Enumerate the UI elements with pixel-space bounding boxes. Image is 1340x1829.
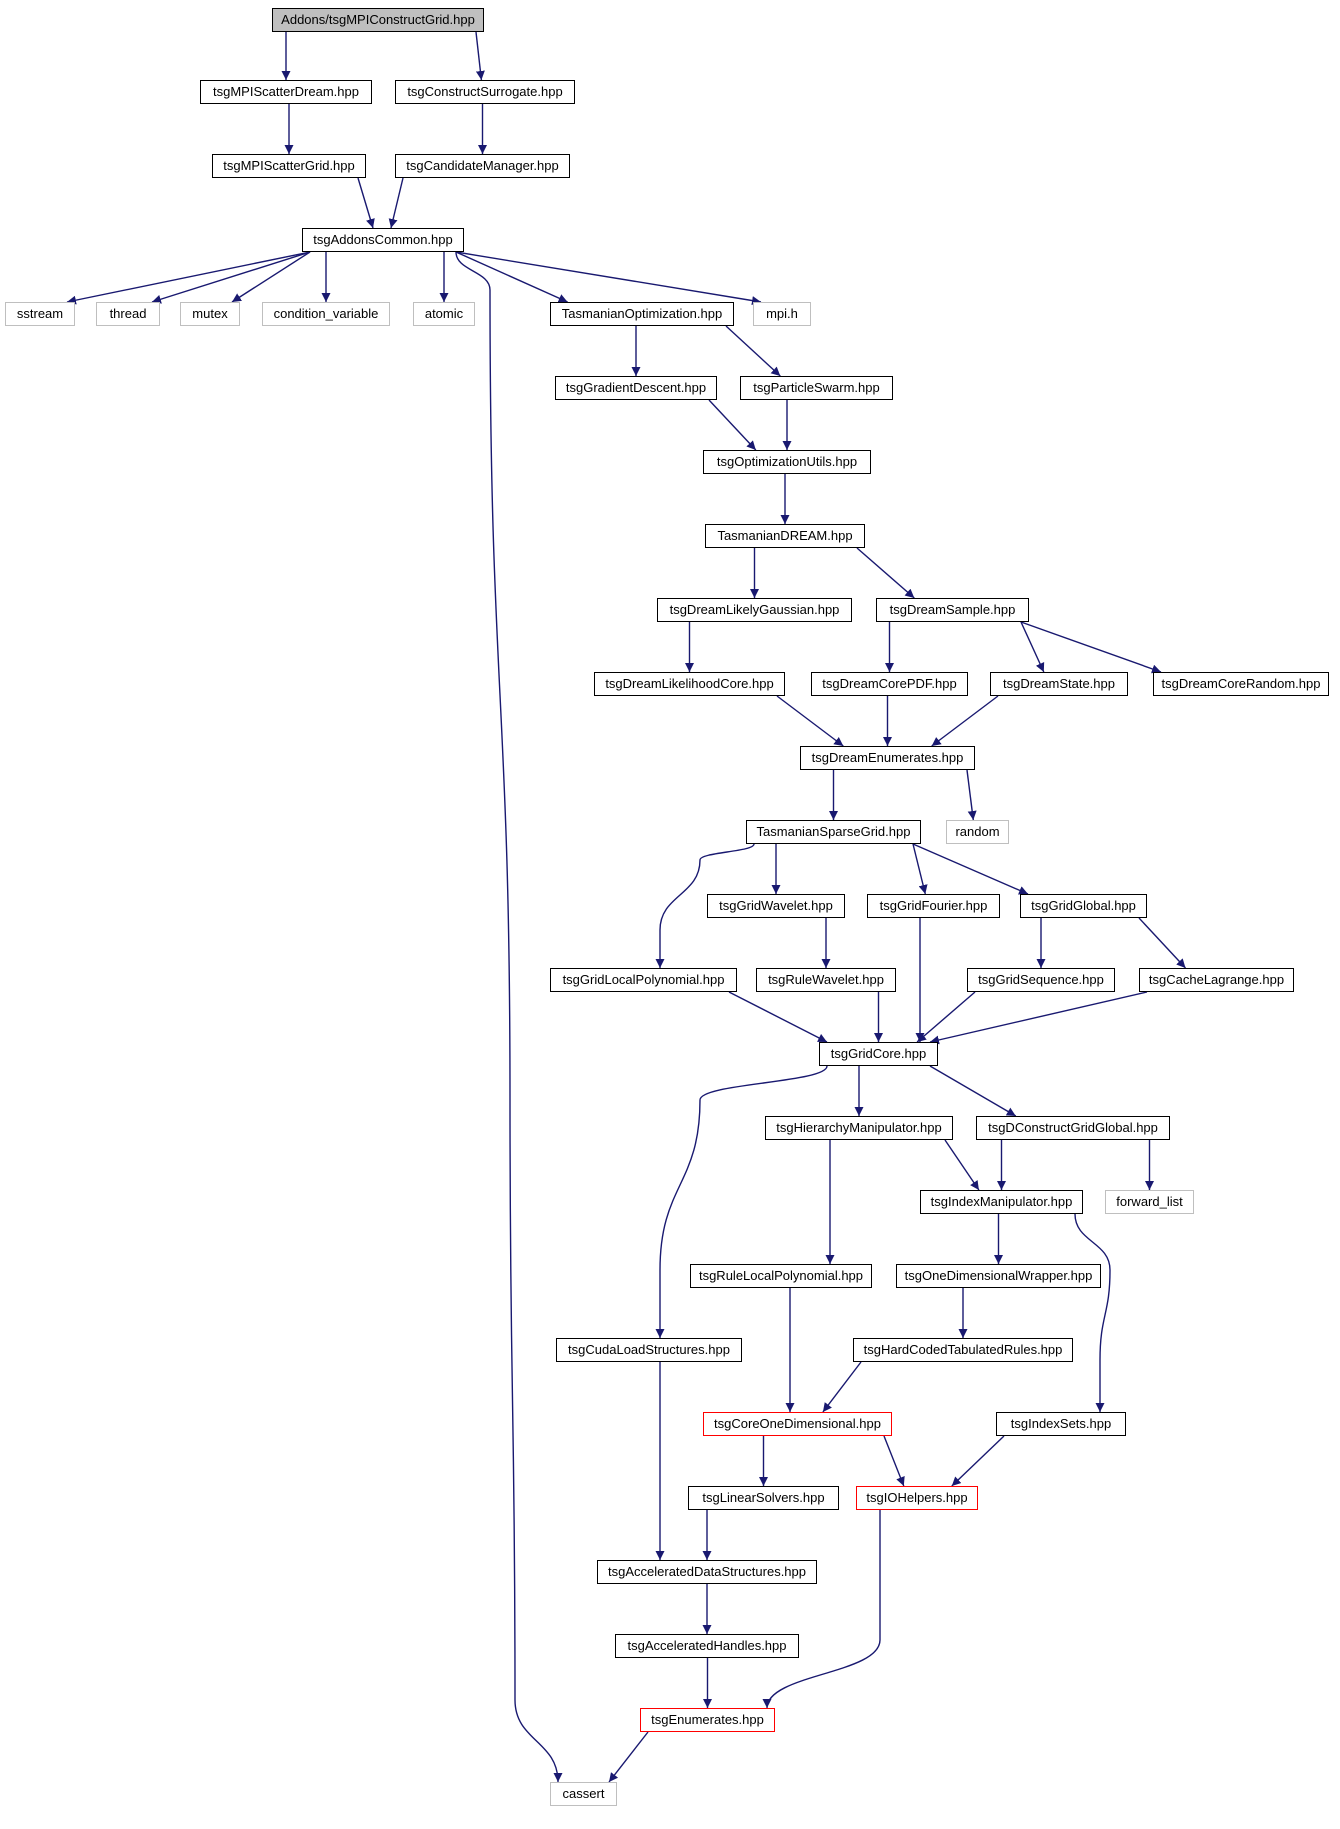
node-forward-list: forward_list	[1105, 1190, 1194, 1214]
node-grid-wavelet[interactable]: tsgGridWavelet.hpp	[707, 894, 845, 918]
edge-graddesc-to-optutils	[708, 399, 757, 451]
node-index-sets[interactable]: tsgIndexSets.hpp	[996, 1412, 1126, 1436]
edge-addonscommon-to-thread	[151, 251, 311, 304]
edge-iohelpers-to-enumerates	[762, 1510, 881, 1709]
node-dconstruct-grid-global[interactable]: tsgDConstructGridGlobal.hpp	[976, 1116, 1170, 1140]
node-candidatemanager[interactable]: tsgCandidateManager.hpp	[395, 154, 570, 178]
node-cassert: cassert	[550, 1782, 617, 1806]
node-addonscommon[interactable]: tsgAddonsCommon.hpp	[302, 228, 464, 252]
node-dream-core-pdf[interactable]: tsgDreamCorePDF.hpp	[811, 672, 968, 696]
edge-tasopt-to-pswarm	[725, 325, 781, 377]
node-root[interactable]: Addons/tsgMPIConstructGrid.hpp	[272, 8, 484, 32]
edge-dreamstate-to-dreamenums	[931, 695, 999, 747]
node-tasmanian-optimization[interactable]: TasmanianOptimization.hpp	[550, 302, 734, 326]
node-dream-likely-gaussian[interactable]: tsgDreamLikelyGaussian.hpp	[657, 598, 852, 622]
edge-gridglobal-to-cachelagrange	[1138, 917, 1187, 969]
node-rule-wavelet[interactable]: tsgRuleWavelet.hpp	[756, 968, 896, 992]
edge-tasdream-to-dreamsample	[856, 547, 915, 599]
edge-tassparse-to-gridfourier	[912, 843, 928, 895]
edge-hiermanip-to-indexmanip	[944, 1139, 980, 1191]
edge-hardcoded-to-coreonedim	[822, 1361, 862, 1413]
node-optimization-utils[interactable]: tsgOptimizationUtils.hpp	[703, 450, 871, 474]
node-io-helpers[interactable]: tsgIOHelpers.hpp	[856, 1486, 978, 1510]
edge-coreonedim-to-iohelpers	[883, 1435, 905, 1487]
node-constructsurrogate[interactable]: tsgConstructSurrogate.hpp	[395, 80, 575, 104]
node-grid-fourier[interactable]: tsgGridFourier.hpp	[867, 894, 1000, 918]
node-grid-global[interactable]: tsgGridGlobal.hpp	[1020, 894, 1147, 918]
node-cuda-load-structures[interactable]: tsgCudaLoadStructures.hpp	[556, 1338, 742, 1362]
node-particle-swarm[interactable]: tsgParticleSwarm.hpp	[740, 376, 893, 400]
node-tasmanian-dream[interactable]: TasmanianDREAM.hpp	[705, 524, 865, 548]
node-dream-sample[interactable]: tsgDreamSample.hpp	[876, 598, 1029, 622]
edge-addonscommon-to-mpih	[455, 251, 762, 305]
node-rule-local-polynomial[interactable]: tsgRuleLocalPolynomial.hpp	[690, 1264, 872, 1288]
edge-dreamsample-to-corerandom	[1020, 621, 1162, 674]
edge-likelihoodcore-to-dreamenums	[776, 695, 844, 747]
node-linear-solvers[interactable]: tsgLinearSolvers.hpp	[688, 1486, 839, 1510]
node-hierarchy-manipulator[interactable]: tsgHierarchyManipulator.hpp	[765, 1116, 953, 1140]
edge-cachelagrange-to-gridcore	[929, 991, 1148, 1045]
edge-addonscommon-to-cassert	[455, 251, 563, 1783]
node-core-one-dimensional[interactable]: tsgCoreOneDimensional.hpp	[703, 1412, 892, 1436]
edge-tassparse-to-gridlocalpoly	[655, 843, 755, 968]
edge-dreamsample-to-dreamstate	[1020, 621, 1045, 673]
node-dream-enumerates[interactable]: tsgDreamEnumerates.hpp	[800, 746, 975, 770]
node-scatterdream[interactable]: tsgMPIScatterDream.hpp	[200, 80, 372, 104]
node-tasmanian-sparse-grid[interactable]: TasmanianSparseGrid.hpp	[746, 820, 921, 844]
node-hard-coded-tabulated-rules[interactable]: tsgHardCodedTabulatedRules.hpp	[853, 1338, 1073, 1362]
node-dream-likelihood-core[interactable]: tsgDreamLikelihoodCore.hpp	[594, 672, 785, 696]
node-atomic: atomic	[413, 302, 475, 326]
edge-gridlocalpoly-to-gridcore	[728, 991, 828, 1043]
node-enumerates[interactable]: tsgEnumerates.hpp	[640, 1708, 775, 1732]
node-grid-sequence[interactable]: tsgGridSequence.hpp	[967, 968, 1115, 992]
edge-indexmanip-to-indexsets	[1074, 1213, 1111, 1412]
edge-gridcore-to-cudaload	[655, 1065, 828, 1338]
edge-dreamenums-to-random	[966, 769, 977, 821]
node-dream-core-random[interactable]: tsgDreamCoreRandom.hpp	[1153, 672, 1329, 696]
edge-addonscommon-to-sstream	[66, 251, 311, 305]
edge-tassparse-to-gridglobal	[912, 843, 1029, 895]
edge-addonscommon-to-mutex	[231, 251, 311, 303]
node-mutex: mutex	[180, 302, 240, 326]
node-cache-lagrange[interactable]: tsgCacheLagrange.hpp	[1139, 968, 1294, 992]
edge-gridcore-to-dconstruct	[929, 1065, 1017, 1117]
node-accelerated-data-structures[interactable]: tsgAcceleratedDataStructures.hpp	[597, 1560, 817, 1584]
node-index-manipulator[interactable]: tsgIndexManipulator.hpp	[920, 1190, 1083, 1214]
node-mpi-h: mpi.h	[753, 302, 811, 326]
node-gradient-descent[interactable]: tsgGradientDescent.hpp	[555, 376, 717, 400]
node-grid-core[interactable]: tsgGridCore.hpp	[819, 1042, 938, 1066]
node-one-dimensional-wrapper[interactable]: tsgOneDimensionalWrapper.hpp	[896, 1264, 1101, 1288]
node-random: random	[946, 820, 1009, 844]
edge-candidatemanager-to-addonscommon	[388, 177, 404, 229]
edge-scattergrid-to-addonscommon	[357, 177, 375, 229]
node-condition-variable: condition_variable	[262, 302, 390, 326]
node-grid-local-polynomial[interactable]: tsgGridLocalPolynomial.hpp	[550, 968, 737, 992]
edge-addonscommon-to-tasopt	[455, 251, 568, 303]
edge-root-to-constructsurrogate	[475, 31, 485, 81]
node-sstream: sstream	[5, 302, 75, 326]
node-accelerated-handles[interactable]: tsgAcceleratedHandles.hpp	[615, 1634, 799, 1658]
edge-indexsets-to-iohelpers	[951, 1435, 1005, 1487]
edge-gridsequence-to-gridcore	[916, 991, 976, 1043]
node-dream-state[interactable]: tsgDreamState.hpp	[990, 672, 1128, 696]
node-scattergrid[interactable]: tsgMPIScatterGrid.hpp	[212, 154, 366, 178]
edge-enumerates-to-cassert	[608, 1731, 649, 1783]
node-thread: thread	[96, 302, 160, 326]
